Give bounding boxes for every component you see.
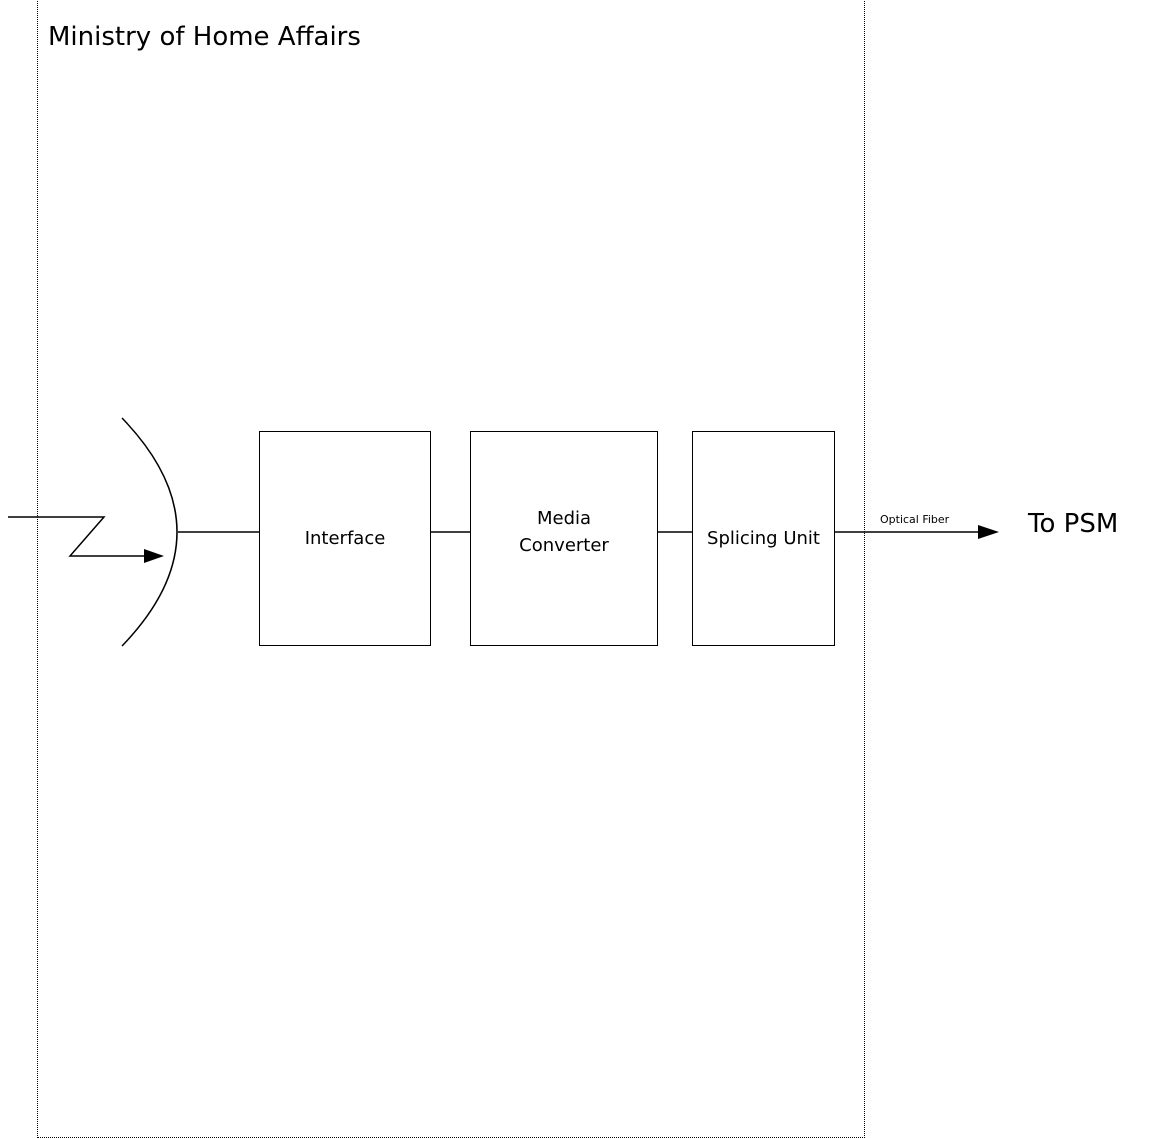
splicing-unit-block: Splicing Unit [692,431,835,646]
optical-fiber-arrowhead [978,525,999,539]
antenna-dish-icon [121,417,178,647]
media-converter-label-line2: Converter [519,534,609,556]
radio-signal-icon [8,516,146,557]
optical-fiber-label: Optical Fiber [880,513,950,526]
destination-label: To PSM [1028,509,1119,539]
splicing-unit-label: Splicing Unit [707,527,820,549]
radio-signal-arrowhead [144,549,164,563]
media-converter-block: Media Converter [470,431,658,646]
interface-label: Interface [304,527,386,549]
ministry-title: Ministry of Home Affairs [48,22,361,52]
interface-block: Interface [259,431,431,646]
media-converter-label-line1: Media [536,507,592,529]
